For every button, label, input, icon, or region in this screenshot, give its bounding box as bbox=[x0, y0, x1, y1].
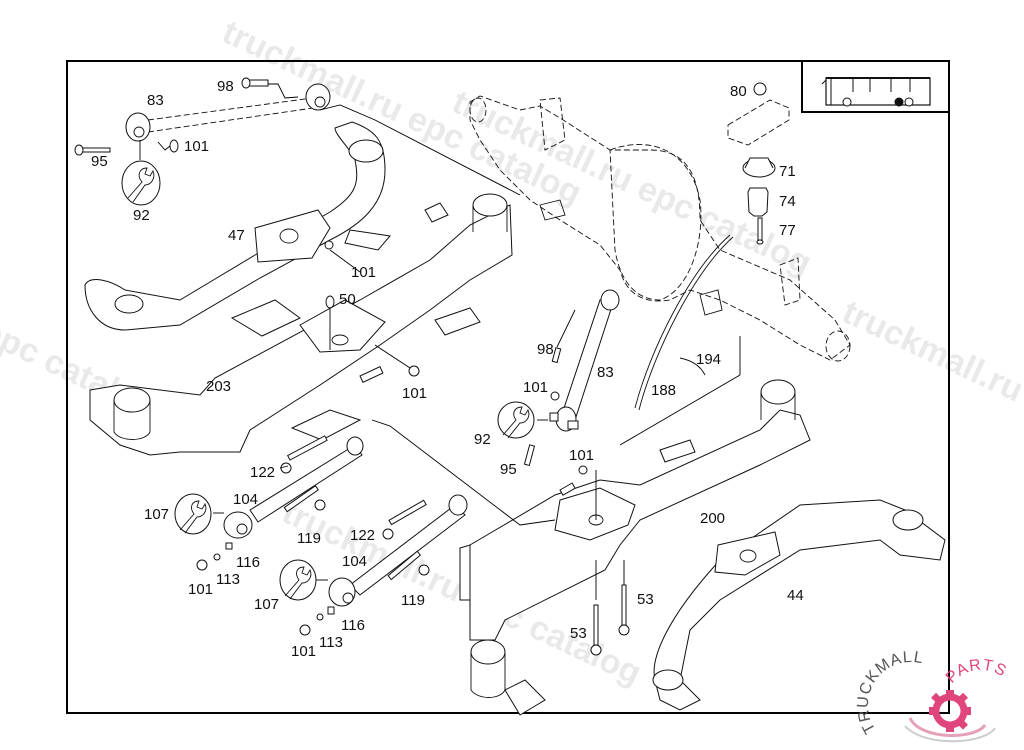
callout-47[interactable]: 47 bbox=[228, 227, 245, 244]
callout-101[interactable]: 101 bbox=[351, 264, 376, 281]
callout-203[interactable]: 203 bbox=[206, 378, 231, 395]
truckmall-parts-logo: TRUCKMALL PARTS bbox=[855, 649, 1010, 743]
callout-101[interactable]: 101 bbox=[184, 138, 209, 155]
callout-101[interactable]: 101 bbox=[569, 447, 594, 464]
callout-101[interactable]: 101 bbox=[523, 379, 548, 396]
callout-98[interactable]: 98 bbox=[217, 78, 234, 95]
lower-control-arm-b bbox=[299, 494, 468, 636]
callout-107[interactable]: 107 bbox=[144, 506, 169, 523]
diagram-frame bbox=[66, 60, 950, 714]
callout-74[interactable]: 74 bbox=[779, 193, 796, 210]
callout-101[interactable]: 101 bbox=[291, 643, 316, 660]
torque-wrench-icon bbox=[121, 140, 161, 206]
leader-lines bbox=[157, 83, 556, 526]
callout-80[interactable]: 80 bbox=[730, 83, 747, 100]
callout-53[interactable]: 53 bbox=[570, 625, 587, 642]
logo-text-right-path: PARTS bbox=[943, 657, 1009, 687]
callout-83[interactable]: 83 bbox=[147, 92, 164, 109]
callout-113[interactable]: 113 bbox=[319, 634, 343, 651]
callout-44[interactable]: 44 bbox=[787, 587, 804, 604]
lower-control-arm-a bbox=[196, 435, 364, 571]
callout-71[interactable]: 71 bbox=[779, 163, 796, 180]
upper-control-arm-top bbox=[74, 77, 331, 156]
control-arm-center bbox=[523, 289, 620, 475]
bus-side-view-icon bbox=[821, 77, 931, 107]
callout-50[interactable]: 50 bbox=[339, 291, 356, 308]
callout-92[interactable]: 92 bbox=[474, 431, 491, 448]
callout-labels: 98 83 101 95 92 47 101 50 203 101 80 71 … bbox=[91, 78, 804, 660]
cross-member-arm-44 bbox=[652, 499, 946, 711]
torque-wrench-icon bbox=[174, 493, 224, 535]
callout-188[interactable]: 188 bbox=[651, 382, 676, 399]
watermark-text: truckmall.ru epc catalog bbox=[217, 13, 588, 213]
torque-wrench-icon bbox=[279, 559, 328, 601]
callout-119[interactable]: 119 bbox=[401, 592, 425, 609]
callout-116[interactable]: 116 bbox=[341, 617, 365, 634]
callout-104[interactable]: 104 bbox=[342, 553, 367, 570]
callout-119[interactable]: 119 bbox=[297, 530, 321, 547]
callout-101[interactable]: 101 bbox=[188, 581, 213, 598]
callout-113[interactable]: 113 bbox=[216, 571, 240, 588]
callout-101[interactable]: 101 bbox=[402, 385, 427, 402]
callout-98[interactable]: 98 bbox=[537, 341, 554, 358]
bump-stop-assembly bbox=[727, 82, 790, 245]
callout-194[interactable]: 194 bbox=[696, 351, 721, 368]
gear-logo-icon bbox=[904, 690, 996, 743]
callout-104[interactable]: 104 bbox=[233, 491, 258, 508]
callout-107[interactable]: 107 bbox=[254, 596, 279, 613]
logo-text-right: PARTS bbox=[943, 657, 1010, 687]
axle-carrier-203 bbox=[89, 193, 513, 456]
bolts-53 bbox=[590, 560, 630, 656]
callout-53[interactable]: 53 bbox=[637, 591, 654, 608]
vehicle-inset bbox=[801, 61, 949, 113]
callout-92[interactable]: 92 bbox=[133, 207, 150, 224]
callout-95[interactable]: 95 bbox=[91, 153, 108, 170]
watermark-text: truckmall.ru e bbox=[837, 293, 1024, 422]
cross-member-arm-47 bbox=[84, 121, 391, 337]
rear-axle-housing bbox=[469, 95, 851, 362]
hose-and-cable-tie bbox=[619, 234, 741, 446]
axle-carrier-200 bbox=[459, 379, 811, 716]
callout-83[interactable]: 83 bbox=[597, 364, 614, 381]
callout-116[interactable]: 116 bbox=[236, 554, 260, 571]
callout-122[interactable]: 122 bbox=[350, 527, 375, 544]
callout-122[interactable]: 122 bbox=[250, 464, 275, 481]
callout-200[interactable]: 200 bbox=[700, 510, 725, 527]
torque-wrench-icon bbox=[497, 401, 548, 439]
callout-77[interactable]: 77 bbox=[779, 222, 796, 239]
callout-95[interactable]: 95 bbox=[500, 461, 517, 478]
